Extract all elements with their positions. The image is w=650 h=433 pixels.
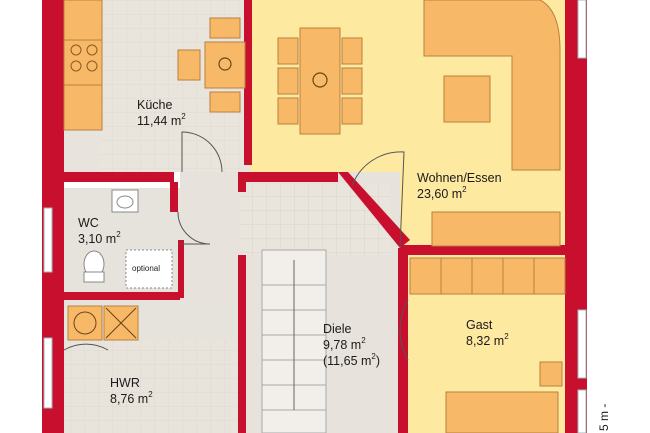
guest-area: 8,32 m2 — [466, 332, 509, 349]
utility-tiles — [62, 340, 240, 433]
washing-machine — [67, 305, 103, 341]
window-right-1 — [577, 0, 587, 59]
utility-label: HWR — [110, 376, 140, 390]
wall-diagonal — [338, 172, 410, 248]
living-area: 23,60 m2 — [417, 185, 467, 202]
sideboard — [431, 211, 561, 247]
dining-table — [299, 27, 341, 135]
wc-label: WC — [78, 216, 99, 230]
door-hwr — [63, 343, 109, 351]
wall-left — [42, 0, 64, 433]
door-living — [351, 151, 405, 249]
hall-area-alt: (11,65 m2) — [323, 352, 381, 369]
wall-wc-right — [170, 182, 178, 212]
window-left-1 — [43, 207, 53, 273]
kitchen-counter — [63, 0, 103, 131]
living-label: Wohnen/Essen — [417, 171, 502, 185]
hall-label: Diele — [323, 322, 352, 336]
wall-hall-left-top — [238, 182, 246, 192]
kitchen-area: 11,44 m2 — [137, 112, 186, 129]
shower-note: optional — [132, 264, 161, 273]
dimension-label: 5 m - — [597, 403, 611, 431]
wardrobe — [409, 257, 566, 295]
door-kitchen — [181, 131, 223, 173]
shower — [125, 249, 173, 289]
door-guest — [399, 299, 409, 361]
guest-bed — [445, 391, 559, 433]
kitchen-label: Küche — [137, 98, 173, 112]
utility-area: 8,76 m2 — [110, 390, 153, 407]
wall-hall-left — [238, 255, 246, 433]
door-wc — [177, 211, 211, 245]
wc-sink — [111, 189, 139, 213]
window-left-2 — [43, 337, 53, 409]
wall-living-bottom — [400, 245, 570, 255]
wall-kitchen-bottom — [62, 172, 174, 182]
window-right-2 — [577, 309, 587, 379]
wall-kitchen-bottom-2 — [238, 172, 338, 182]
wall-guest-left — [398, 248, 408, 433]
wc-area: 3,10 m2 — [78, 230, 121, 247]
wall-wc-right-2 — [178, 240, 184, 298]
sofa — [423, 0, 561, 171]
window-right-3 — [577, 389, 587, 433]
wall-wc-bottom — [62, 292, 180, 300]
hall-area: 9,78 m2 — [323, 336, 366, 353]
guest-label: Gast — [466, 318, 493, 332]
kitchen-table — [204, 41, 246, 89]
wall-kitchen-living — [244, 0, 252, 165]
